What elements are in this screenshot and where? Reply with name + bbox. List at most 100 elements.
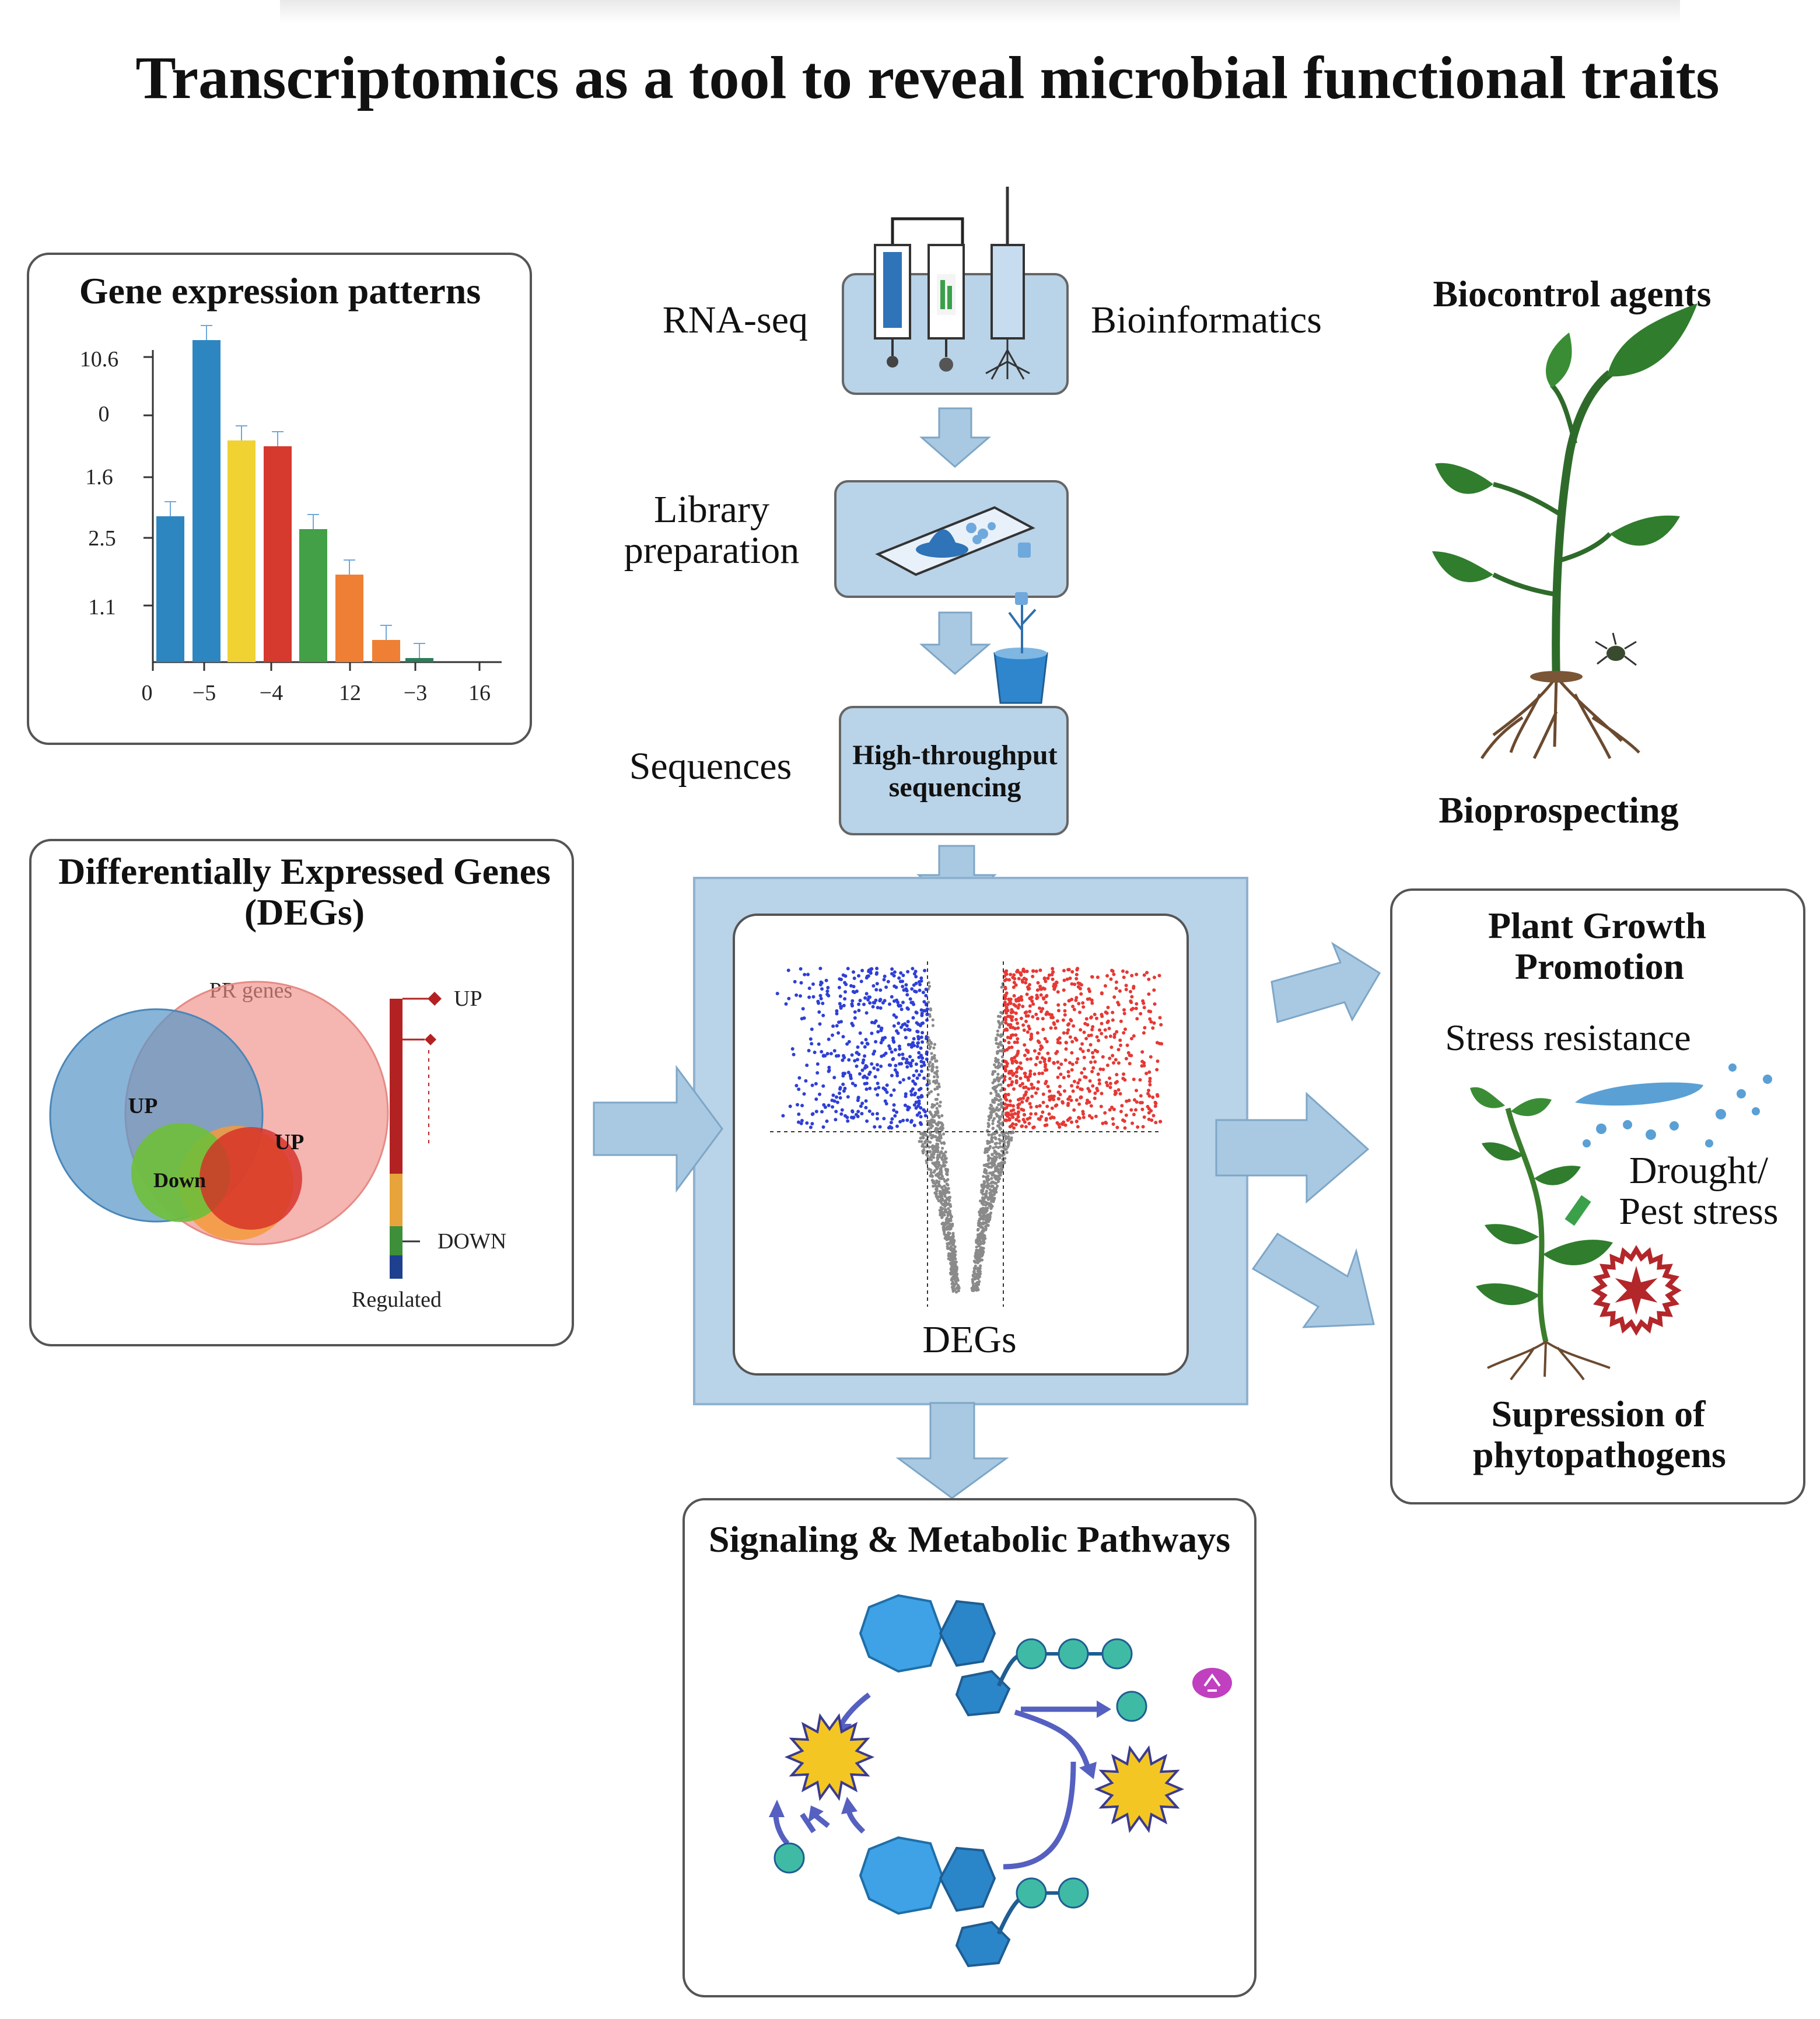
volcano-point: [1052, 1094, 1056, 1098]
volcano-point: [906, 1020, 910, 1024]
volcano-point: [864, 1011, 869, 1015]
volcano-point: [1012, 1072, 1016, 1076]
volcano-point: [860, 1041, 864, 1045]
volcano-point: [847, 1040, 851, 1044]
volcano-point: [986, 1196, 990, 1200]
volcano-point: [928, 1038, 931, 1042]
volcano-point: [823, 1105, 827, 1109]
volcano-point: [876, 1030, 880, 1034]
volcano-point: [835, 1012, 839, 1016]
volcano-point: [991, 1119, 995, 1122]
gene-y-tick: 1.6: [85, 465, 113, 489]
volcano-point: [932, 1056, 936, 1059]
volcano-point: [884, 1051, 888, 1055]
volcano-point: [993, 1079, 997, 1083]
volcano-point: [1104, 1121, 1108, 1125]
volcano-point: [912, 1093, 916, 1097]
volcano-point: [821, 1013, 825, 1017]
volcano-point: [1067, 999, 1071, 1003]
volcano-point: [940, 1170, 943, 1174]
volcano-point: [1028, 1069, 1032, 1073]
volcano-point: [1016, 1105, 1020, 1110]
volcano-point: [1152, 1114, 1156, 1118]
volcano-point: [1041, 986, 1045, 990]
volcano-point: [1108, 1108, 1112, 1112]
stress-resistance-label: Stress resistance: [1445, 1017, 1690, 1058]
volcano-point: [897, 1021, 901, 1026]
volcano-point: [986, 1139, 989, 1143]
volcano-point: [1003, 1157, 1007, 1160]
volcano-point: [1096, 1072, 1100, 1076]
volcano-point: [986, 1154, 990, 1158]
volcano-point: [1093, 1060, 1097, 1064]
volcano-point: [1046, 1084, 1050, 1089]
volcano-point: [993, 1166, 997, 1170]
volcano-point: [859, 979, 863, 984]
volcano-point: [996, 1175, 1000, 1179]
volcano-point: [843, 1086, 847, 1090]
volcano-point: [858, 1072, 862, 1076]
volcano-point: [1123, 1078, 1127, 1082]
volcano-point: [1003, 986, 1007, 991]
volcano-point: [1012, 981, 1016, 985]
volcano-point: [900, 1007, 904, 1012]
volcano-point: [996, 1059, 999, 1062]
volcano-point: [1037, 1080, 1040, 1084]
volcano-point: [919, 1046, 923, 1050]
volcano-point: [827, 1037, 831, 1041]
volcano-point: [1138, 1078, 1142, 1082]
volcano-point: [1135, 1100, 1139, 1104]
volcano-point: [930, 1124, 933, 1127]
volcano-point: [905, 1058, 909, 1062]
volcano-point: [878, 988, 883, 992]
volcano-point: [980, 1189, 984, 1192]
volcano-point: [922, 1061, 926, 1065]
volcano-point: [904, 983, 908, 987]
volcano-point: [915, 1044, 919, 1048]
volcano-point: [1046, 977, 1050, 980]
volcano-point: [1093, 1091, 1097, 1095]
volcano-point: [937, 1082, 940, 1086]
volcano-point: [1020, 1124, 1024, 1128]
gene-bar: [405, 658, 433, 662]
volcano-point: [907, 1042, 911, 1047]
volcano-point: [1041, 1007, 1045, 1011]
volcano-point: [954, 1257, 957, 1261]
volcano-point: [897, 1044, 901, 1048]
volcano-point: [1063, 1013, 1067, 1017]
volcano-point: [1083, 1021, 1087, 1026]
volcano-point: [1011, 975, 1015, 979]
volcano-point: [1014, 1122, 1018, 1126]
volcano-point: [941, 1146, 944, 1150]
volcano-point: [821, 1002, 825, 1005]
volcano-point: [943, 1208, 947, 1211]
volcano-point: [1049, 1026, 1053, 1030]
volcano-point: [1091, 1025, 1095, 1029]
volcano-point: [874, 1040, 878, 1044]
volcano-point: [1062, 988, 1066, 992]
volcano-point: [1016, 1115, 1020, 1119]
volcano-point: [905, 989, 909, 993]
volcano-point: [951, 1280, 955, 1284]
volcano-point: [846, 1119, 850, 1123]
volcano-point: [1100, 1091, 1104, 1096]
volcano-point: [949, 1227, 953, 1230]
volcano-point: [928, 1079, 931, 1083]
volcano-point: [932, 1080, 935, 1083]
volcano-point: [1035, 1031, 1040, 1035]
volcano-point: [905, 1024, 909, 1028]
volcano-point: [1005, 1150, 1009, 1154]
volcano-point: [945, 1238, 949, 1241]
volcano-point: [1089, 1015, 1093, 1019]
volcano-point: [871, 1005, 875, 1009]
volcano-point: [929, 1133, 932, 1137]
volcano-point: [1124, 1113, 1128, 1117]
volcano-point: [1010, 1045, 1014, 1049]
volcano-point: [873, 1125, 877, 1129]
volcano-point: [1006, 1035, 1010, 1040]
volcano-point: [1098, 1067, 1102, 1071]
volcano-point: [919, 1094, 923, 1098]
volcano-point: [1024, 1014, 1028, 1018]
volcano-point: [1036, 981, 1040, 985]
volcano-point: [1088, 1079, 1092, 1083]
